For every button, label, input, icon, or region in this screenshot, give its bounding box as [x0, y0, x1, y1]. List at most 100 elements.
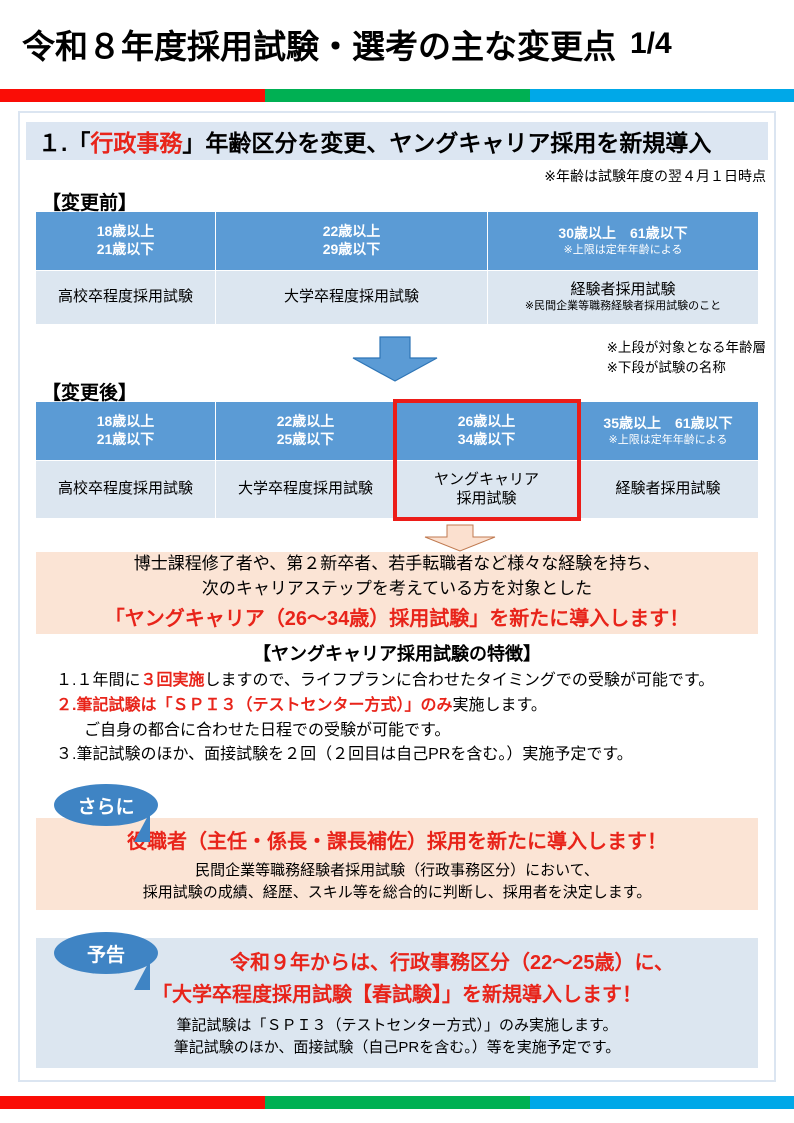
table-age-line: 25歳以下	[276, 431, 335, 447]
section1-heading-red: 行政事務	[90, 130, 183, 156]
intro-line2: 次のキャリアステップを考えている方を対象とした	[201, 579, 593, 598]
table-age-line: 21歳以下	[96, 241, 155, 257]
table-age-line: 18歳以上	[96, 223, 155, 240]
young-career-features: 【ヤングキャリア採用試験の特徴】 １.１年間に３回実施しますので、ライフプランに…	[30, 640, 764, 764]
arrow-down-outline-icon	[424, 524, 496, 552]
table-legend-line2: ※下段が試験の名称	[606, 359, 726, 375]
intro-line3: 「ヤングキャリア（26〜34歳）採用試験」を新たに導入します！	[104, 607, 690, 630]
table-age-cell: 30歳以上 61歳以下 ※上限は定年年齢による	[488, 212, 758, 270]
table-age-line: 30歳以上 61歳以下	[558, 225, 688, 241]
forecast-box: 令和９年からは、行政事務区分（22〜25歳）に、 「大学卒程度採用試験【春試験】…	[36, 938, 758, 1068]
table-exam-note: ※民間企業等職務経験者採用試験のこと	[524, 300, 722, 312]
label-before: 【変更前】	[42, 193, 138, 214]
age-reference-note: ※年齢は試験年度の翌４月１日時点	[544, 168, 766, 184]
feature-text: ３.筆記試験のほか、面接試験を２回（２回目は自己PRを含む。）実施予定です。	[56, 746, 633, 764]
table-age-line: 18歳以上	[96, 413, 155, 430]
table-exam-line: 高校卒程度採用試験	[57, 288, 193, 306]
feature-item: ３.筆記試験のほか、面接試験を２回（２回目は自己PRを含む。）実施予定です。	[30, 743, 764, 768]
table-legend-line1: ※上段が対象となる年齢層	[606, 340, 766, 355]
bubble-sarani-label: さらに	[77, 796, 135, 818]
feature-item: ご自身の都合に合わせた日程での受験が可能です。	[30, 719, 764, 744]
table-exam-line: 大学卒程度採用試験	[237, 480, 373, 498]
table-age-line: 26歳以上	[457, 413, 516, 430]
tricolor-bar-top	[0, 89, 794, 102]
table-age-line: 35歳以上 61歳以下	[603, 415, 733, 431]
feature-item: ２.筆記試験は「ＳＰＩ３（テストセンター方式）」のみ実施します。	[30, 694, 764, 719]
bubble-sarani: さらに	[54, 784, 158, 826]
features-list: １.１年間に３回実施しますので、ライフプランに合わせたタイミングでの受験が可能で…	[30, 669, 764, 768]
role-detail-line2: 採用試験の成績、経歴、スキル等を総合的に判断し、採用者を決定します。	[142, 883, 652, 901]
forecast-detail-line2: 筆記試験のほか、面接試験（自己PRを含む。）等を実施予定です。	[173, 1039, 621, 1056]
young-career-intro-box: 博士課程修了者や、第２新卒者、若手転職者など様々な経験を持ち、 次のキャリアステ…	[36, 552, 758, 634]
tricolor-segment-green	[265, 89, 530, 102]
table-legend: ※上段が対象となる年齢層 ※下段が試験の名称	[607, 338, 766, 377]
features-title: 【ヤングキャリア採用試験の特徴】	[253, 644, 541, 664]
feature-text: ご自身の都合に合わせた日程での受験が可能です。	[84, 721, 451, 739]
section1-heading-suffix: 」年齢区分を変更、ヤングキャリア採用を新規導入	[182, 130, 712, 156]
feature-item: １.１年間に３回実施しますので、ライフプランに合わせたタイミングでの受験が可能で…	[30, 669, 764, 694]
tricolor-segment-green-bottom	[265, 1096, 530, 1109]
table-exam-line: ヤングキャリア	[433, 470, 539, 488]
table-exam-cell: 大学卒程度採用試験	[216, 270, 488, 324]
tricolor-bar-bottom	[0, 1096, 794, 1109]
forecast-detail: 筆記試験は「ＳＰＩ３（テストセンター方式）」のみ実施します。 筆記試験のほか、面…	[174, 1015, 621, 1059]
table-exam-cell: 高校卒程度採用試験	[36, 270, 216, 324]
table-column: 35歳以上 61歳以下※上限は定年年齢による経験者採用試験	[578, 402, 758, 518]
table-exam-line: 高校卒程度採用試験	[57, 480, 193, 498]
feature-text: しますので、ライフプランに合わせたタイミングでの受験が可能です。	[204, 672, 715, 689]
table-exam-cell: 高校卒程度採用試験	[36, 460, 216, 518]
page-title-text: 令和８年度採用試験・選考の主な変更点	[22, 28, 616, 65]
table-age-line: 34歳以下	[457, 431, 516, 447]
bubble-yokoku-label: 予告	[86, 944, 125, 966]
tricolor-segment-blue-bottom	[530, 1096, 794, 1109]
table-age-note: ※上限は定年年齢による	[608, 433, 728, 446]
table-age-note: ※上限は定年年齢による	[563, 243, 683, 256]
table-exam-cell: ヤングキャリア採用試験	[396, 460, 578, 518]
table-exam-line: 大学卒程度採用試験	[283, 288, 419, 306]
table-column: 30歳以上 61歳以下 ※上限は定年年齢による経験者採用試験※民間企業等職務経験者…	[488, 212, 758, 324]
feature-text-emphasis: ２.筆記試験は「ＳＰＩ３（テストセンター方式）」のみ	[56, 696, 453, 714]
page-number: 1/4	[630, 27, 672, 60]
table-exam-cell: 大学卒程度採用試験	[216, 460, 396, 518]
table-age-cell: 35歳以上 61歳以下 ※上限は定年年齢による	[578, 402, 758, 460]
table-exam-cell: 経験者採用試験※民間企業等職務経験者採用試験のこと	[488, 270, 758, 324]
forecast-headline-line1: 令和９年からは、行政事務区分（22〜25歳）に、	[230, 952, 674, 975]
feature-text: １.１年間に	[56, 672, 141, 689]
table-age-line: 22歳以上	[322, 223, 381, 240]
role-headline: 役職者（主任・係長・課長補佐）採用を新たに導入します！	[127, 830, 667, 853]
tricolor-segment-red	[0, 89, 265, 102]
table-exam-line: 採用試験	[456, 489, 517, 507]
table-age-line: 29歳以下	[322, 241, 381, 257]
forecast-headline-line2: 「大学卒程度採用試験【春試験】」を新規導入します！	[152, 984, 642, 1007]
role-recruitment-box: 役職者（主任・係長・課長補佐）採用を新たに導入します！ 民間企業等職務経験者採用…	[36, 818, 758, 910]
section1-heading-text: １.「行政事務」年齢区分を変更、ヤングキャリア採用を新規導入	[38, 124, 711, 158]
label-after: 【変更後】	[42, 383, 138, 404]
tricolor-segment-blue	[530, 89, 794, 102]
intro-line1: 博士課程修了者や、第２新卒者、若手転職者など様々な経験を持ち、	[133, 554, 661, 574]
role-detail: 民間企業等職務経験者採用試験（行政事務区分）において、 採用試験の成績、経歴、ス…	[143, 860, 652, 904]
feature-text: 実施します。	[452, 696, 547, 714]
bubble-yokoku: 予告	[54, 932, 158, 974]
tricolor-segment-red-bottom	[0, 1096, 265, 1109]
page-title: 令和８年度採用試験・選考の主な変更点 1/4	[0, 0, 794, 88]
role-detail-line1: 民間企業等職務経験者採用試験（行政事務区分）において、	[195, 861, 599, 879]
section1-heading-prefix: １.「	[38, 130, 91, 156]
forecast-detail-line1: 筆記試験は「ＳＰＩ３（テストセンター方式）」のみ実施します。	[176, 1017, 618, 1035]
section1-heading: １.「行政事務」年齢区分を変更、ヤングキャリア採用を新規導入	[26, 122, 768, 160]
feature-text-emphasis: ３回実施	[140, 672, 205, 689]
table-age-line: 21歳以下	[96, 431, 155, 447]
table-age-line: 22歳以上	[276, 413, 335, 430]
arrow-down-blue-icon	[352, 336, 438, 382]
